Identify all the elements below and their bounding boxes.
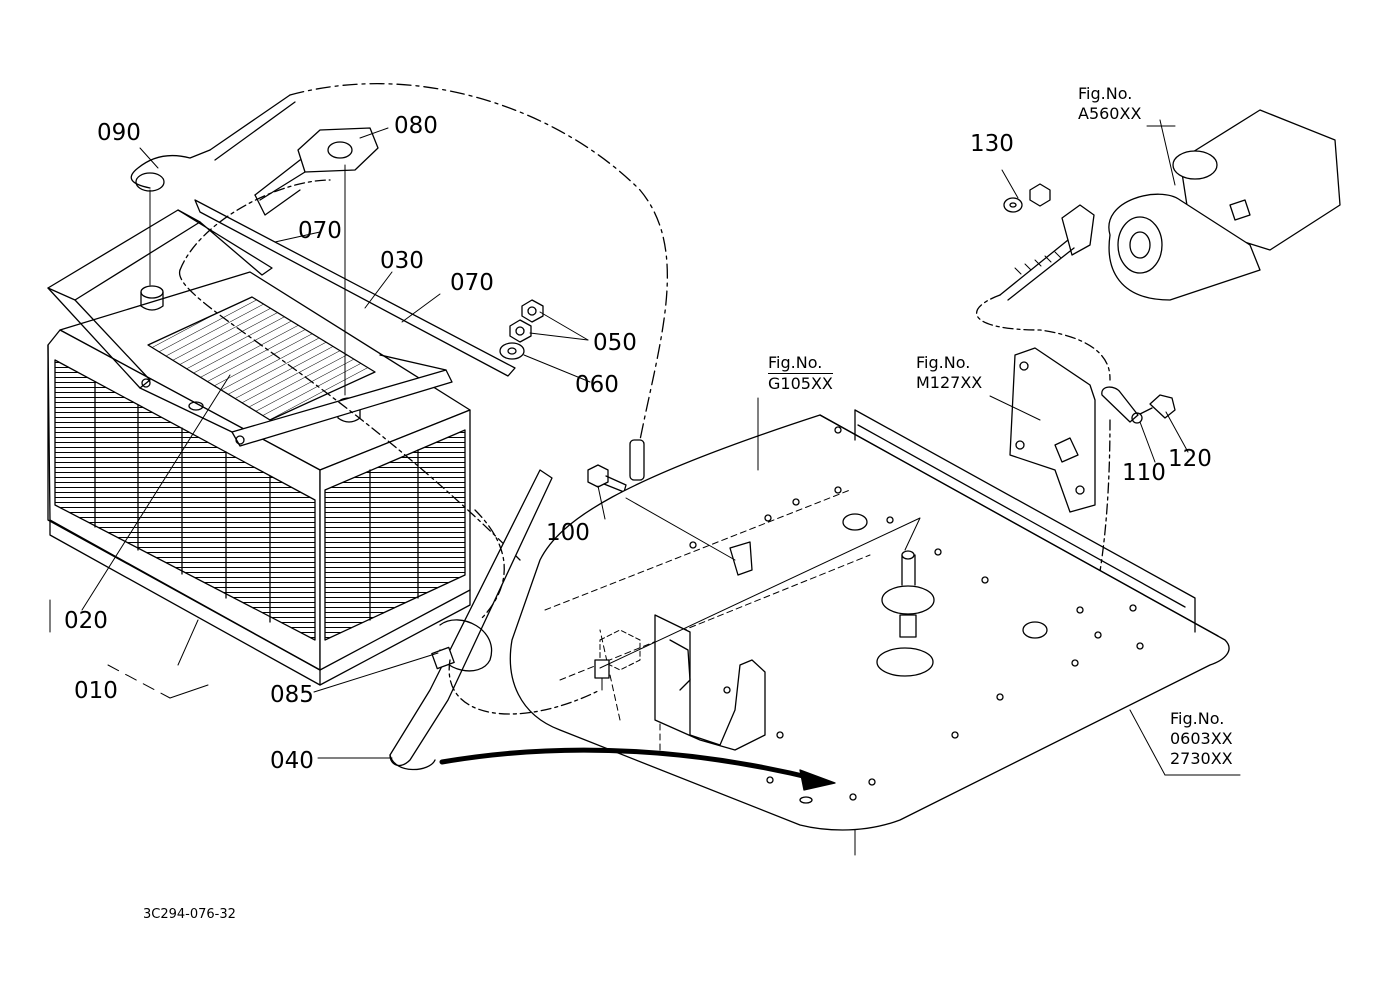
fig-ref-floor-code2: 2730XX xyxy=(1170,749,1233,768)
fig-ref-clamp-code: G105XX xyxy=(768,373,833,393)
routing-arrow xyxy=(439,747,836,791)
callout-110: 110 xyxy=(1122,460,1166,486)
floor-plate xyxy=(509,409,1230,856)
callout-080: 080 xyxy=(394,113,438,139)
callout-060: 060 xyxy=(575,372,619,398)
callout-100: 100 xyxy=(546,520,590,546)
battery xyxy=(47,271,471,686)
fig-ref-clamp-label: Fig.No. xyxy=(768,353,823,372)
callout-010: 010 xyxy=(74,678,118,704)
ground-bolt xyxy=(587,464,627,493)
fig-ref-starter: Fig.No. A560XX xyxy=(1078,84,1141,124)
cable-clip xyxy=(1101,386,1143,424)
fig-ref-floor: Fig.No. 0603XX 2730XX xyxy=(1170,709,1233,769)
battery-hold-down-frame xyxy=(47,199,516,447)
fig-ref-clamp: Fig.No. G105XX xyxy=(768,353,833,394)
fig-ref-starter-code: A560XX xyxy=(1078,104,1142,123)
callout-120: 120 xyxy=(1168,446,1212,472)
callout-020: 020 xyxy=(64,608,108,634)
negative-terminal xyxy=(179,127,521,561)
fig-ref-bracket-code: M127XX xyxy=(916,373,983,392)
callout-050: 050 xyxy=(593,330,637,356)
leader-lines xyxy=(49,125,1241,776)
fig-ref-floor-code1: 0603XX xyxy=(1170,729,1233,748)
callout-070-upper: 070 xyxy=(298,218,342,244)
callout-090: 090 xyxy=(97,120,141,146)
mounting-bracket xyxy=(1009,347,1096,513)
nut-washer-set xyxy=(499,299,591,383)
callout-085: 085 xyxy=(270,682,314,708)
callout-130: 130 xyxy=(970,131,1014,157)
battery-positive-cable xyxy=(130,83,669,506)
callout-040: 040 xyxy=(270,748,314,774)
fig-ref-bracket-label: Fig.No. xyxy=(916,353,971,372)
fig-ref-floor-label: Fig.No. xyxy=(1170,709,1225,728)
callout-070-lower: 070 xyxy=(450,270,494,296)
starter-motor xyxy=(1108,109,1341,301)
fig-ref-bracket: Fig.No. M127XX xyxy=(916,353,982,393)
callout-030: 030 xyxy=(380,248,424,274)
fig-ref-starter-label: Fig.No. xyxy=(1078,84,1133,103)
clip-bolt xyxy=(1139,394,1176,419)
drawing-code: 3C294-076-32 xyxy=(143,907,236,922)
